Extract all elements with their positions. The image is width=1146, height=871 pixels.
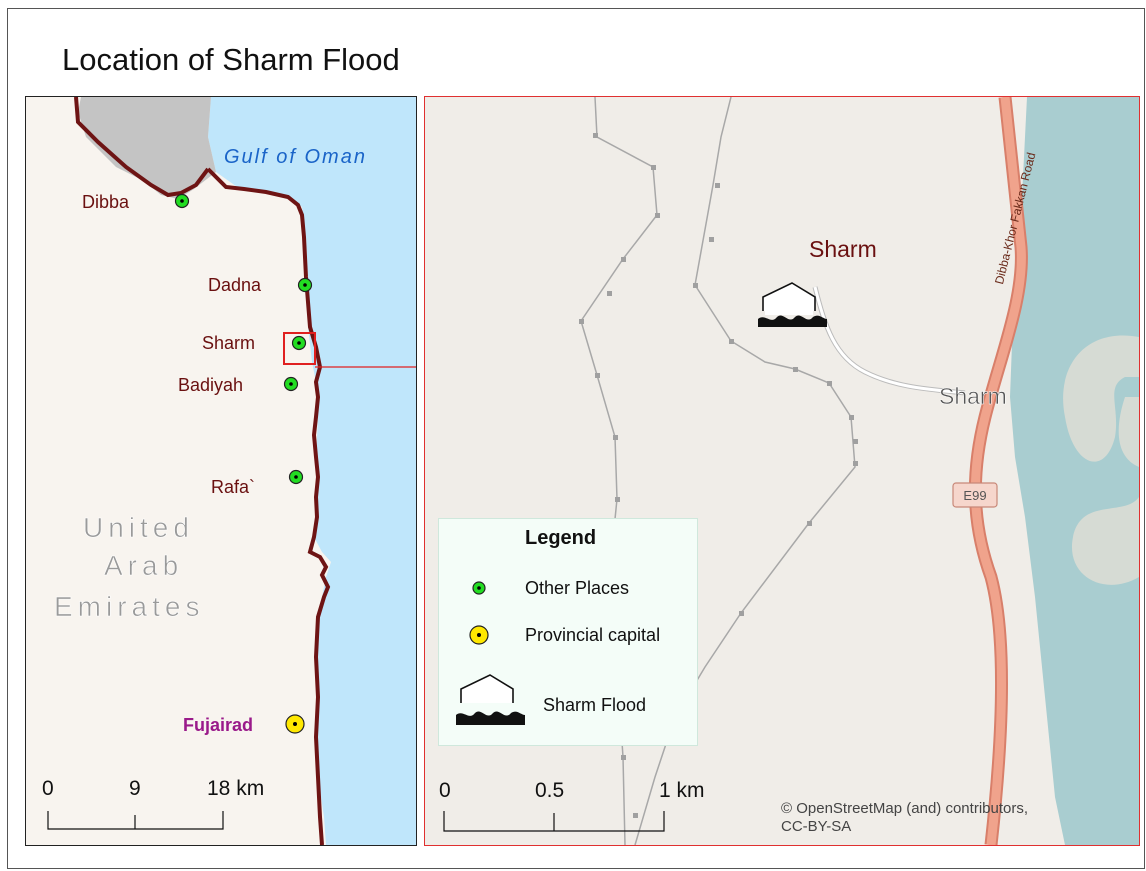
legend-label-sharm-flood: Sharm Flood xyxy=(543,695,647,715)
place-sharm[interactable]: Sharm xyxy=(202,333,307,353)
flood-house-icon xyxy=(762,282,816,311)
scale-tick-label: 0.5 xyxy=(535,779,564,802)
place-dadna[interactable]: Dadna xyxy=(208,275,313,295)
track-vertex xyxy=(613,435,618,440)
track-vertex xyxy=(655,213,660,218)
sea-label: Gulf of Oman xyxy=(224,146,367,168)
track-vertex xyxy=(621,257,626,262)
track-vertex xyxy=(651,165,656,170)
place-label: Dadna xyxy=(208,275,262,295)
track-vertex xyxy=(827,381,832,386)
track-vertex xyxy=(729,339,734,344)
track-vertex xyxy=(621,755,626,760)
track-vertex xyxy=(807,521,812,526)
track-vertex xyxy=(853,461,858,466)
track-vertex xyxy=(739,611,744,616)
main-road xyxy=(970,97,1026,845)
sea-area xyxy=(208,97,416,845)
capital-label: Fujairad xyxy=(183,715,253,735)
track-vertex xyxy=(853,439,858,444)
scale-tick-label: 18 km xyxy=(207,777,264,800)
place-label: Badiyah xyxy=(178,375,243,395)
track-vertex xyxy=(793,367,798,372)
dot-center xyxy=(477,633,481,637)
dot-center xyxy=(294,475,298,479)
place-label: Dibba xyxy=(82,192,130,212)
coastline xyxy=(206,167,331,845)
road-shield: E99 xyxy=(952,482,998,508)
scale-tick-label: 9 xyxy=(129,777,141,800)
track-vertex xyxy=(579,319,584,324)
dot-center xyxy=(303,283,307,287)
osm-place-label: Sharm xyxy=(939,383,1007,409)
track-vertex xyxy=(709,237,714,242)
place-badiyah[interactable]: Badiyah xyxy=(178,375,299,395)
legend-title: Legend xyxy=(525,527,597,549)
map-title: Location of Sharm Flood xyxy=(62,42,400,77)
country-label-line: Arab xyxy=(104,550,183,581)
track-vertex xyxy=(715,183,720,188)
study-area-box xyxy=(283,332,316,365)
overview-map-canvas: Gulf of Oman Dibba Dadna Sharm Badiyah R… xyxy=(26,97,416,845)
sand-bank xyxy=(1063,335,1139,585)
scale-tick-label: 0 xyxy=(439,779,451,802)
legend-box: Legend Other Places Provincial capital S… xyxy=(438,518,698,746)
road-shield-box xyxy=(952,482,998,508)
road-shield-label: E99 xyxy=(963,488,986,503)
map-attribution: © OpenStreetMap (and) contributors, CC-B… xyxy=(781,800,1121,836)
country-label-line: Emirates xyxy=(54,591,204,622)
scale-bar-line xyxy=(47,811,224,830)
dot-center xyxy=(289,382,293,386)
osm-sea xyxy=(1010,97,1139,845)
track-vertex xyxy=(615,497,620,502)
overview-map[interactable]: Gulf of Oman Dibba Dadna Sharm Badiyah R… xyxy=(25,96,417,846)
dot-center xyxy=(180,199,184,203)
country-label-line: United xyxy=(83,512,194,543)
track-vertex xyxy=(607,291,612,296)
track-vertex xyxy=(593,133,598,138)
flood-house-outline xyxy=(460,674,514,703)
detail-scale-bar: 0 0.5 1 km xyxy=(439,779,705,832)
scale-tick-label: 0 xyxy=(42,777,54,800)
oman-area xyxy=(78,97,216,199)
flood-house-icon xyxy=(456,674,525,725)
track-vertex xyxy=(849,415,854,420)
track-vertex xyxy=(693,283,698,288)
place-dibba[interactable]: Dibba xyxy=(82,192,190,212)
flood-marker[interactable] xyxy=(758,282,827,327)
place-fujairad[interactable]: Fujairad xyxy=(183,714,305,735)
place-rafa[interactable]: Rafa` xyxy=(211,469,304,498)
track-vertices xyxy=(579,133,858,818)
legend-symbols xyxy=(456,581,525,725)
detail-map[interactable]: Dibba-Khor Fakkan Road E99 Sharm Sha xyxy=(424,96,1140,846)
track-vertex xyxy=(633,813,638,818)
dot-center xyxy=(297,341,301,345)
place-label: Rafa` xyxy=(211,477,255,497)
country-label: United Arab Emirates xyxy=(54,512,204,623)
attribution-line: © OpenStreetMap (and) contributors, xyxy=(781,800,1029,817)
scale-tick-label: 1 km xyxy=(659,779,705,802)
flood-water-icon xyxy=(456,711,525,725)
dot-center xyxy=(293,722,297,726)
overview-scale-bar: 0 9 18 km xyxy=(42,777,264,830)
legend-label-other-places: Other Places xyxy=(525,578,630,598)
place-label: Sharm xyxy=(202,333,255,353)
area-label: Sharm xyxy=(809,236,877,262)
scale-bar-line xyxy=(443,811,665,832)
track-vertex xyxy=(595,373,600,378)
legend-label-provincial-capital: Provincial capital xyxy=(525,625,661,645)
dot-center xyxy=(477,586,481,590)
border-line xyxy=(74,97,210,198)
attribution-line: CC-BY-SA xyxy=(781,818,852,835)
flood-water-icon xyxy=(758,315,827,327)
flood-house-base xyxy=(765,307,813,315)
